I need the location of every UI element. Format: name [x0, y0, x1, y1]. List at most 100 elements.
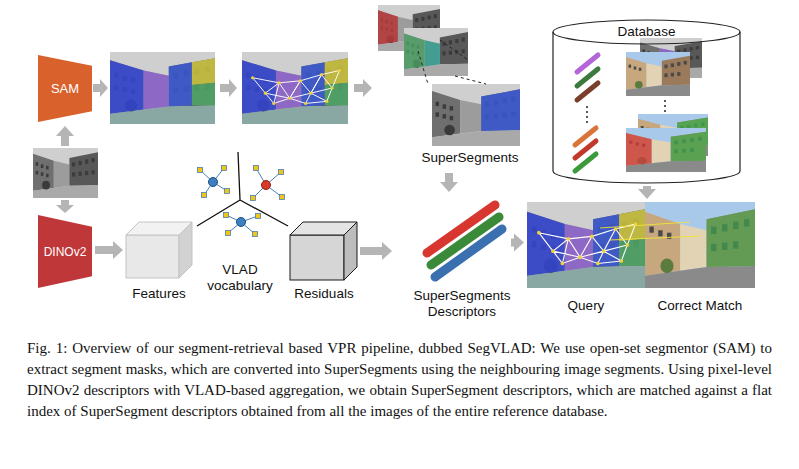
segment-graph-image-part: [242, 58, 348, 124]
match-image-box-shape: [645, 202, 755, 288]
cube-front: [290, 235, 344, 280]
figure-label: SuperSegments: [400, 150, 540, 166]
descriptor-bar: [435, 229, 502, 277]
supersegment-stack-part: [432, 84, 520, 146]
match-image: [600, 202, 755, 288]
vlad-vocabulary: VLAD vocabulary: [192, 150, 290, 250]
match-image-part: [707, 209, 755, 267]
vlad-vocabulary-figure-part-part: [226, 231, 231, 236]
block-label: DINOv2: [38, 244, 92, 260]
segment-graph-image: [242, 52, 348, 124]
descriptor-bars-shape: [395, 195, 508, 283]
vlad-vocabulary-shape: [192, 150, 290, 250]
vlad-vocabulary-figure-part-part: [198, 168, 203, 173]
vlad-vocabulary-figure-part-part: [225, 189, 230, 194]
segmented-image-part: [110, 58, 215, 124]
vlad-vocabulary-figure-part-part: [251, 196, 256, 201]
supersegment-stack-part: [481, 89, 520, 131]
vlad-vocabulary-figure-part: [197, 152, 288, 226]
cylinder-body: [553, 20, 740, 183]
encoder-trapezoid: [38, 215, 92, 288]
flow-arrow-illustration-part: [56, 126, 74, 146]
vlad-vocabulary-figure: [197, 152, 288, 237]
figure-label: VLAD vocabulary: [200, 262, 280, 294]
database-contents: [575, 38, 708, 172]
flow-arrow-illustration-part: [93, 79, 108, 97]
vlad-vocabulary-figure-part-part: [202, 193, 207, 198]
vlad-vocabulary-figure-part-part: [254, 166, 259, 171]
database-cylinder-shape: [553, 20, 740, 183]
vlad-vocabulary-figure-part-part: [222, 166, 227, 171]
database-contents-part-part: [575, 154, 596, 171]
flow-arrow: [360, 247, 382, 255]
supersegments-group: SuperSegments: [376, 2, 522, 170]
input-image: [33, 148, 98, 198]
flow-arrow: [643, 186, 651, 189]
vlad-vocabulary-figure-part-part: [280, 195, 285, 200]
database-contents-part: [626, 52, 690, 96]
residual-cube-shape: [290, 222, 357, 280]
match-image-part: [645, 202, 755, 288]
figure-label: Features: [119, 286, 199, 302]
cube-side: [344, 222, 357, 280]
feature-cube-shape: [126, 222, 192, 278]
encoder-block: DINOv2: [38, 215, 92, 288]
database-contents-part: [671, 132, 706, 162]
vlad-vocabulary-figure-part-part: [253, 232, 258, 237]
match-image-part: [600, 222, 700, 240]
query-image-part: [537, 222, 637, 265]
query-image-box-shape: [527, 202, 645, 288]
segment-graph-image-part: [251, 69, 341, 105]
vlad-vocabulary-figure-part: [237, 218, 246, 227]
supersegment-stack-part: [378, 10, 398, 44]
figure-caption: Fig. 1: Overview of our segment-retrieva…: [27, 338, 772, 422]
figure-label: Correct Match: [645, 298, 755, 314]
vlad-vocabulary-figure-part-part: [224, 213, 229, 218]
supersegment-stack: [378, 5, 520, 146]
vlad-vocabulary-figure-part-part: [279, 170, 284, 175]
match-image-box: Correct Match: [645, 202, 755, 288]
vlad-vocabulary-figure-part: [209, 178, 218, 187]
residual-cube: Residuals: [290, 222, 357, 280]
segmented-image-part: [110, 52, 215, 124]
query-image-part: [527, 209, 645, 288]
block-label: SAM: [38, 81, 92, 97]
cube-side: [179, 222, 192, 278]
vlad-vocabulary-figure-part: [200, 168, 282, 234]
figure-label: Residuals: [284, 286, 364, 302]
feature-cube: Features: [126, 222, 192, 278]
supersegment-stack-part: [424, 40, 439, 66]
encoder-trapezoid: [38, 55, 92, 122]
figure-label: Query: [531, 298, 641, 314]
descriptor-bars: SuperSegments Descriptors: [395, 195, 508, 283]
supersegments-group-shape: [376, 2, 522, 170]
supersegment-stack-part: [404, 28, 468, 76]
database-contents-part-part: [577, 83, 598, 100]
input-image-part: [33, 148, 98, 198]
vlad-vocabulary-figure-part: [198, 166, 285, 237]
cube-front: [126, 235, 179, 278]
flow-arrow: [511, 239, 514, 247]
vlad-vocabulary-figure-part-part: [256, 214, 261, 219]
flow-arrow: [445, 173, 453, 182]
supersegment-stack-part: [418, 40, 486, 84]
database-contents-part: [626, 128, 706, 172]
database-cylinder: Database: [553, 20, 740, 183]
database-label: Database: [553, 24, 740, 40]
figure-label: SuperSegments Descriptors: [404, 288, 520, 320]
flow-arrow: [95, 246, 113, 254]
query-image: [527, 202, 645, 288]
query-image-box: Query: [527, 202, 645, 288]
flow-arrow-illustration-part: [220, 79, 237, 97]
encoder-block: SAM: [38, 55, 92, 122]
flow-arrow-illustration-part: [56, 200, 74, 213]
vlad-vocabulary-figure-part: [262, 181, 271, 190]
flow-arrow-illustration-part: [354, 79, 372, 97]
segmented-image: [110, 52, 215, 124]
database-contents-part: [626, 133, 652, 166]
query-image-part: [527, 202, 645, 288]
segment-graph-image-part: [242, 52, 348, 124]
